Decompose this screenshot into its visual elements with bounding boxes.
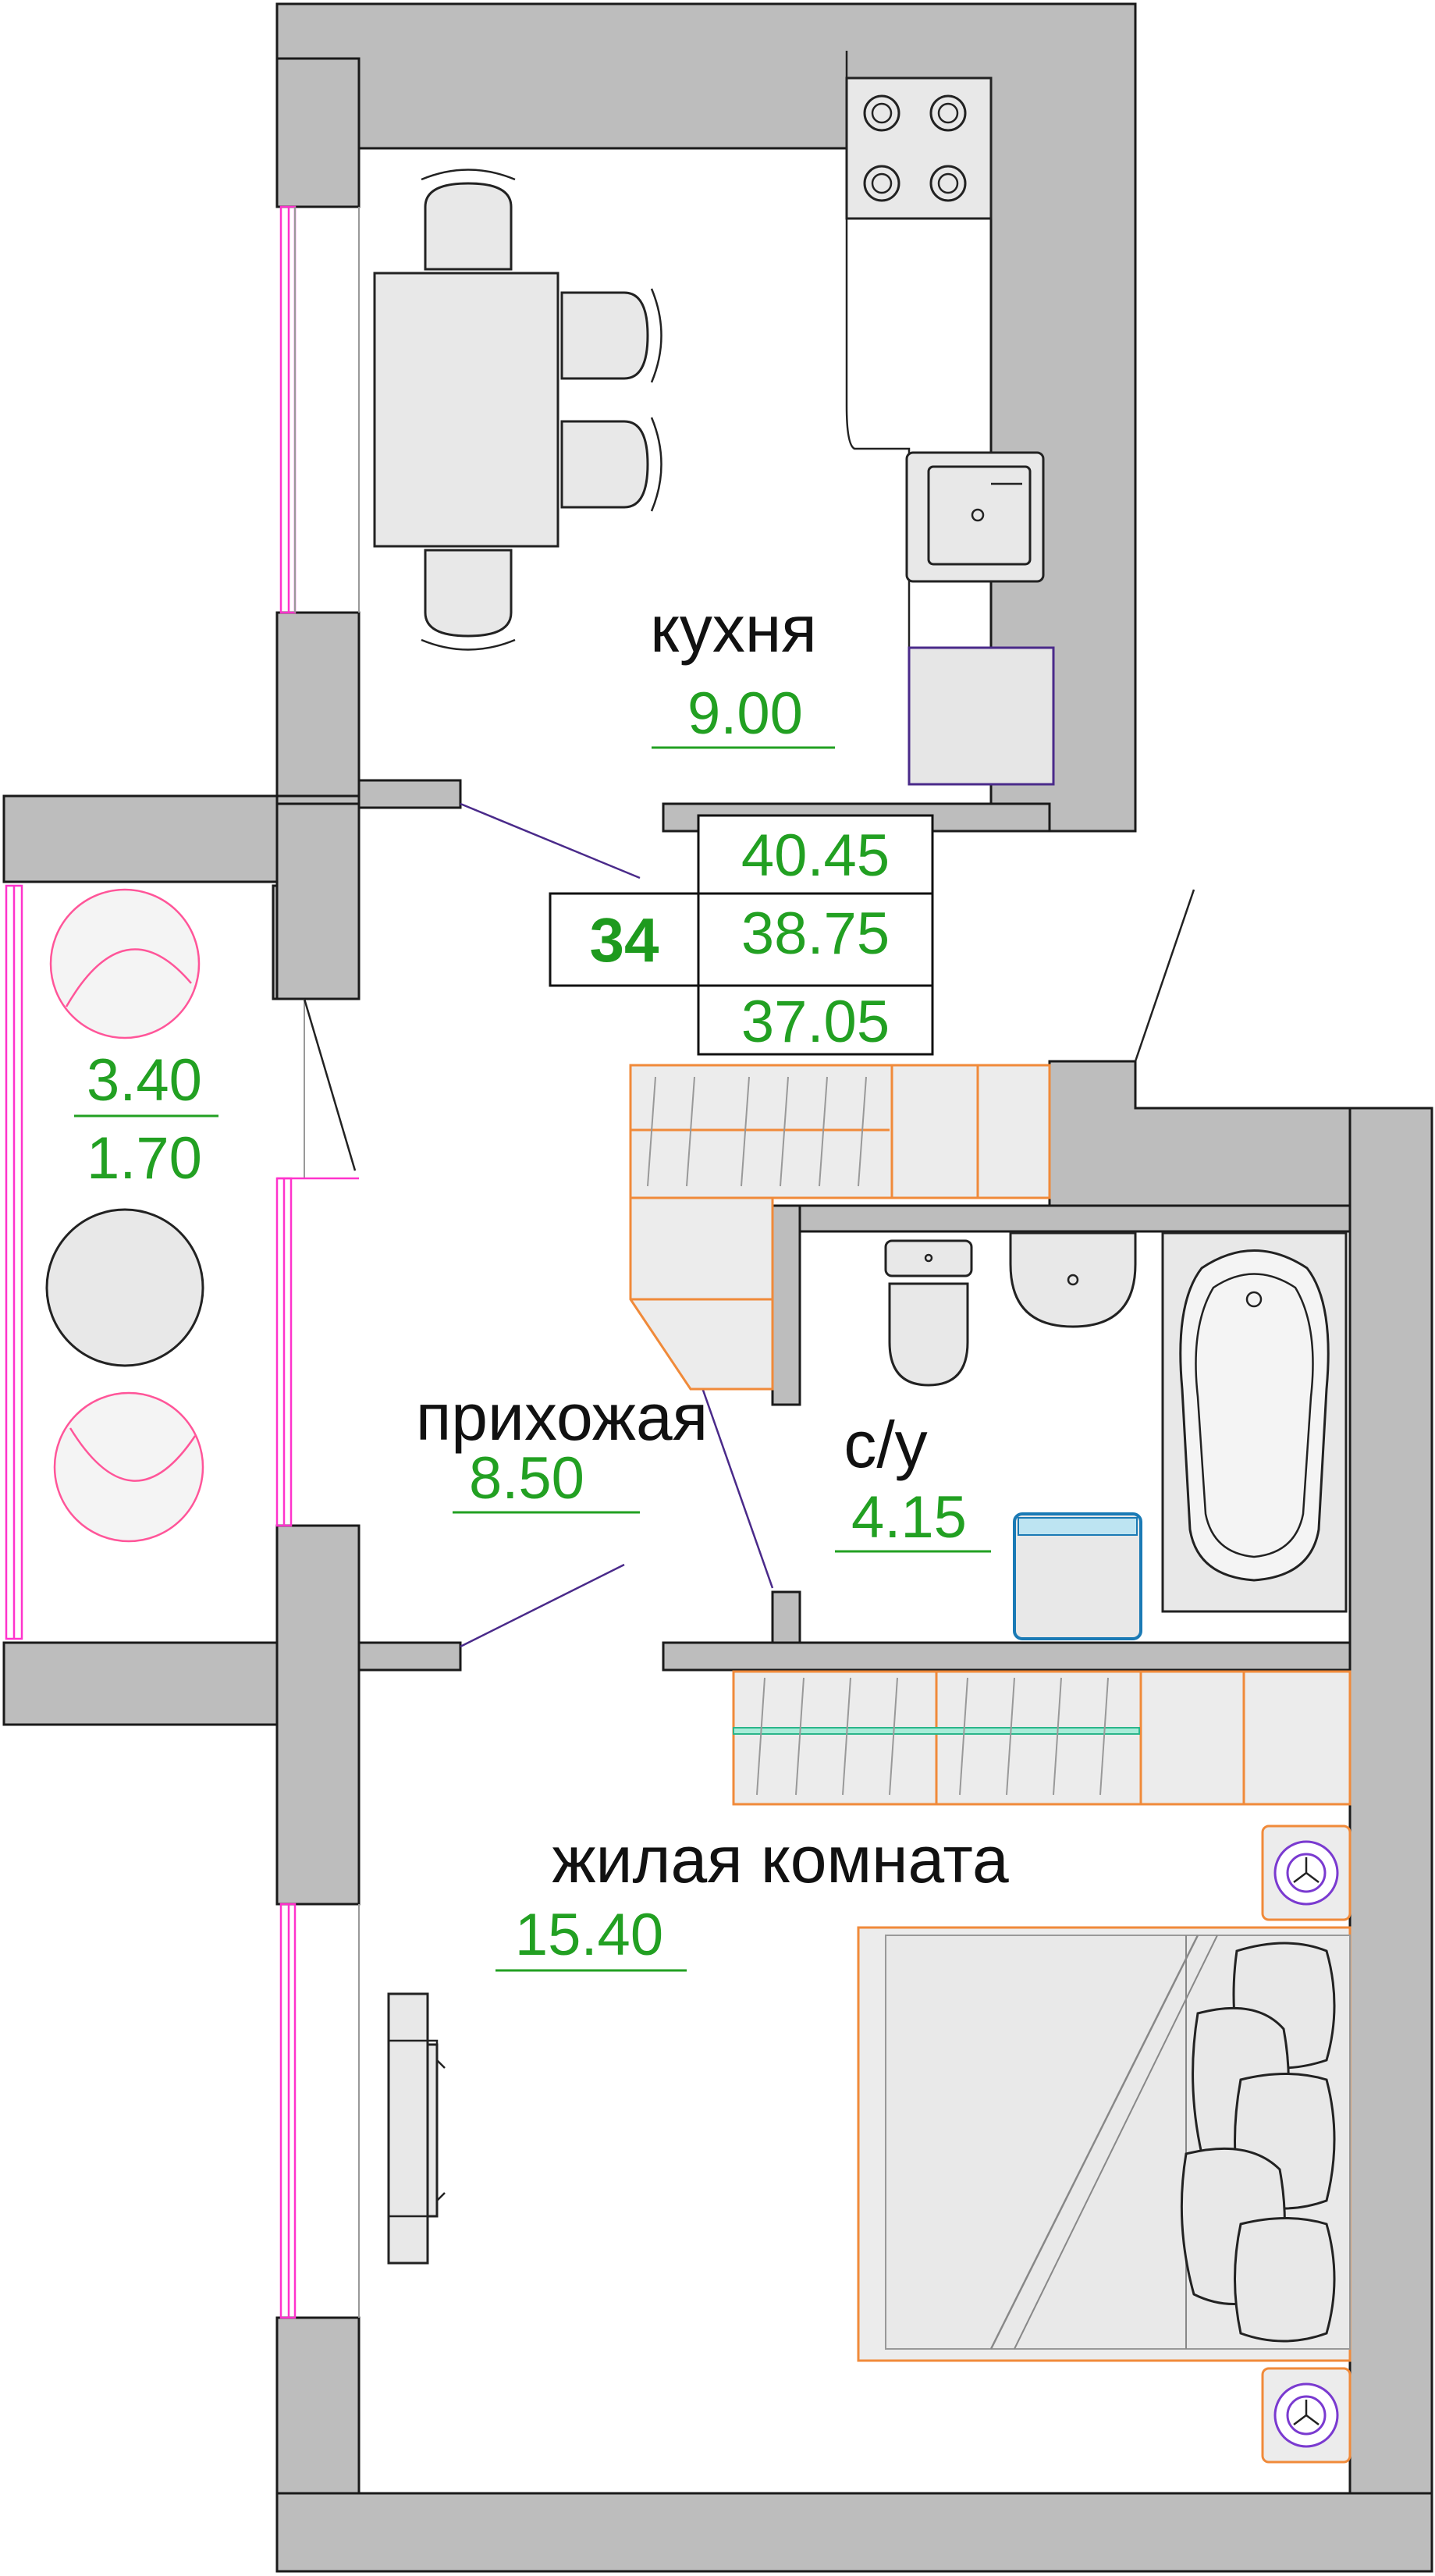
kitchen-cabinet	[908, 646, 1055, 786]
window-kitchen	[279, 205, 360, 614]
hall-wardrobe	[629, 1064, 1051, 1391]
room-area-bathroom: 4.15	[851, 1484, 967, 1551]
nightstand-lamp-icon	[1261, 2367, 1352, 2464]
kitchen-counter	[845, 51, 991, 786]
window-balcony-inner	[275, 999, 359, 1527]
wall-kitchen-hall	[357, 779, 462, 809]
wall-balcony-bottom-stub	[275, 1524, 361, 1906]
room-name-bathroom: с/у	[844, 1408, 927, 1481]
chair-icon	[560, 417, 662, 512]
bathtub-icon	[1161, 1231, 1348, 1613]
room-name-living: жилая комната	[552, 1823, 1009, 1896]
washing-machine-icon	[1013, 1512, 1142, 1640]
wall-living-bottom	[275, 2492, 1433, 2573]
door-lines	[303, 802, 1195, 1648]
nightstand-lamp-icon	[1261, 1825, 1352, 1921]
balcony-furniture	[45, 888, 204, 1543]
flat-number: 34	[590, 905, 659, 975]
stove-icon	[845, 76, 993, 220]
balcony-area-full: 3.40	[87, 1047, 202, 1114]
armchair-icon	[49, 888, 201, 1039]
bed-icon	[857, 1926, 1352, 2362]
balcony-area-reduced: 1.70	[87, 1125, 202, 1192]
room-area-kitchen: 9.00	[687, 680, 803, 747]
living-furniture	[387, 1670, 1352, 2464]
wall-balcony-top-band	[2, 794, 279, 883]
wall-balcony-top-stub	[275, 802, 361, 1000]
wall-bath-left-low	[771, 1590, 801, 1648]
room-area-living: 15.40	[515, 1902, 663, 1968]
chair-icon	[421, 549, 516, 651]
window-balcony-outer	[5, 884, 23, 1640]
flat-area-with-reduced: 38.75	[741, 901, 890, 967]
wall-right-column	[1348, 1107, 1433, 2573]
chair-icon	[421, 169, 516, 271]
windows	[5, 205, 360, 2319]
dining-table	[373, 272, 559, 548]
kitchen-sink-icon	[905, 451, 1045, 583]
window-living	[279, 1903, 360, 2319]
room-name-hall: прихожая	[416, 1380, 708, 1454]
flat-area-living: 37.05	[741, 989, 890, 1055]
room-area-hall: 8.50	[469, 1445, 584, 1512]
room-name-kitchen: кухня	[650, 592, 817, 666]
round-table	[45, 1208, 204, 1367]
wall-kitchen-left-upper	[275, 57, 361, 208]
living-wardrobe	[732, 1670, 1352, 1806]
washbasin-icon	[1009, 1231, 1137, 1328]
toilet-icon	[884, 1239, 973, 1387]
room-labels: кухня 9.00 3.40 1.70 прихожая 8.50 с/у 4…	[74, 592, 1009, 1972]
chair-icon	[560, 288, 662, 383]
armchair-icon	[53, 1391, 204, 1543]
wall-hall-bottom-left	[357, 1641, 462, 1672]
tv-stand-icon	[387, 1992, 446, 2265]
wall-kitchen-left-lower	[275, 611, 361, 805]
wall-bath-upper	[794, 1204, 1352, 1233]
flat-area-total: 40.45	[741, 823, 890, 889]
flat-area-table: 34 40.45 38.75 37.05	[549, 814, 934, 1056]
wall-bath-bottom	[662, 1641, 1352, 1672]
kitchen-furniture	[373, 51, 1055, 786]
bathroom-fixtures	[884, 1231, 1348, 1640]
wall-bath-left	[771, 1204, 801, 1406]
